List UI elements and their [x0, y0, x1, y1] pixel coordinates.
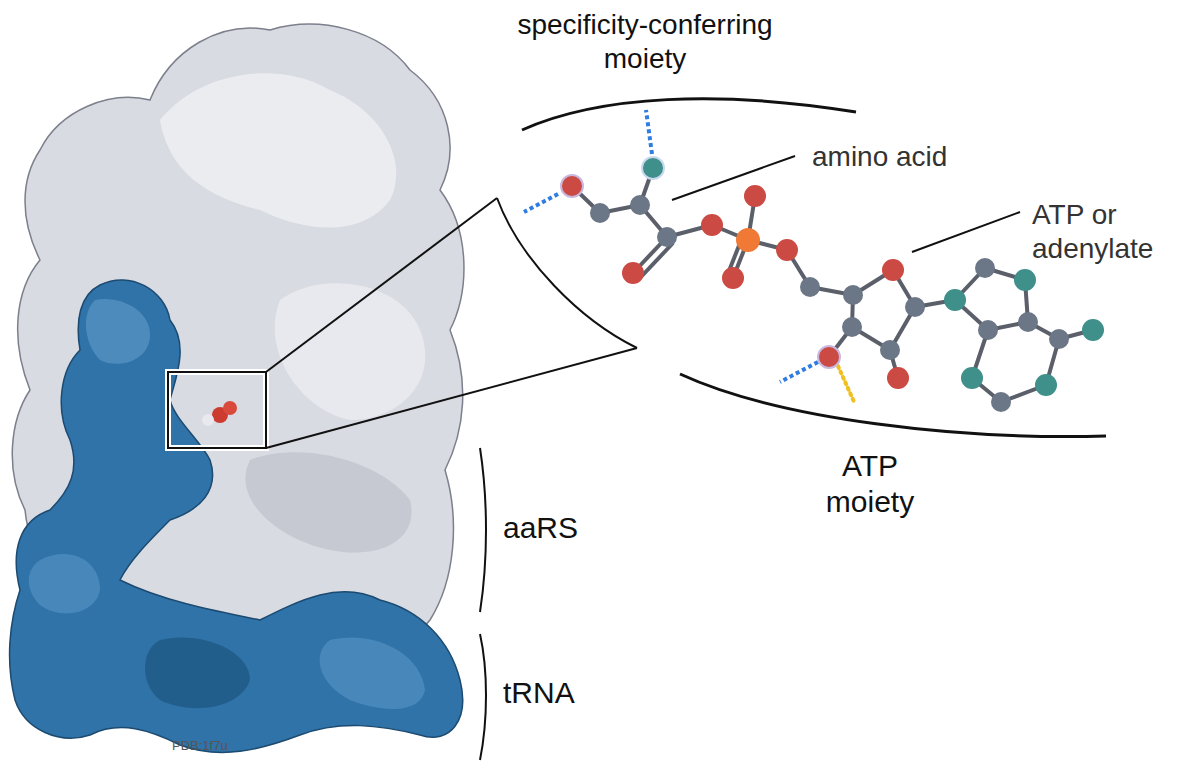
bracket [480, 634, 486, 760]
leader-line [912, 212, 1020, 252]
moiety-arc [522, 99, 856, 130]
trna-shade [145, 637, 250, 708]
protein-shade [245, 452, 411, 552]
ligand-atom [223, 401, 237, 415]
part-label: aaRS [503, 510, 623, 546]
zoom-box [168, 372, 266, 448]
bonds [572, 168, 1093, 402]
zoom-line [266, 198, 497, 372]
trna-surface [10, 280, 463, 753]
protein-shade [160, 73, 396, 227]
zoom-box [168, 372, 266, 448]
protein-shade [275, 283, 426, 420]
hbond-dashes [524, 110, 818, 382]
bracket [480, 448, 486, 612]
ligand-atom [202, 414, 214, 426]
source-note: PDB:1f7u [172, 738, 282, 754]
zoom-line [266, 348, 637, 448]
trna-shade [29, 554, 100, 613]
moiety-title: specificity-conferring moiety [480, 8, 810, 75]
part-label: tRNA [503, 675, 623, 711]
trna-shade [320, 637, 425, 709]
atoms [561, 157, 1104, 412]
interaction-dots [838, 366, 855, 404]
zoom-line [497, 198, 637, 348]
part-label: amino acid [812, 140, 1012, 174]
part-label: ATP or adenylate [1032, 198, 1192, 265]
moiety-title: ATP moiety [800, 448, 940, 520]
trna-shade [86, 299, 150, 364]
leader-line [672, 156, 795, 200]
